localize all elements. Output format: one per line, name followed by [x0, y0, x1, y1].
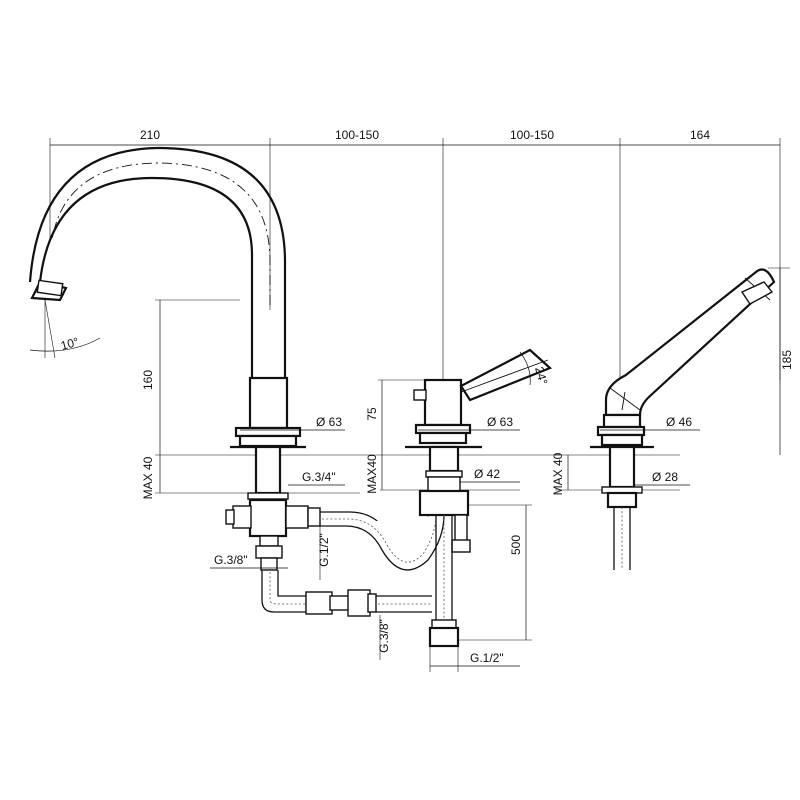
mixer-lever-angle-label: 24° [532, 365, 550, 386]
spout-diameter-label: Ø 63 [316, 415, 342, 429]
flex-hoses: G.3/8" [261, 511, 445, 660]
handshower-shank-diameter-label: Ø 28 [652, 470, 678, 484]
diverter-outlet-thread-label: G.1/2" [317, 533, 331, 567]
dim-top-shower-reach: 164 [690, 128, 710, 142]
diverter-inlet-thread-label: G.3/8" [214, 553, 248, 567]
mixer-inlet-thread-label: G.1/2" [470, 651, 504, 665]
mixer-diameter-label: Ø 63 [487, 415, 513, 429]
dim-top-spout-reach: 210 [140, 128, 160, 142]
spout-angle-indicator: 10° [29, 299, 101, 359]
handshower-height-label: 185 [780, 350, 794, 370]
spout-thread-label: G.3/4" [302, 470, 336, 484]
handshower-deck-max-label: MAX 40 [551, 452, 565, 495]
mixer: 24° 75 MAX40 Ø 63 Ø 42 [365, 348, 553, 672]
diverter-valve: G.1/2" G.3/8" [210, 498, 331, 580]
dim-top-mixer-shower: 100-150 [510, 128, 554, 142]
spout-deck-max-label: MAX 40 [141, 456, 155, 499]
mixer-shank-diameter-label: Ø 42 [474, 467, 500, 481]
spout-angle-label: 10° [59, 335, 80, 353]
hose-length-label: 500 [509, 535, 523, 555]
hose-connector-thread-label: G.3/8" [377, 619, 391, 653]
hand-shower: 185 MAX 40 Ø 46 Ø 28 [551, 267, 794, 570]
deck-lines [155, 454, 680, 494]
top-dimension-line: 210 100-150 100-150 164 [49, 128, 781, 430]
handshower-diameter-label: Ø 46 [666, 415, 692, 429]
spout: 10° 160 MAX 40 Ø 63 G.3/4" [28, 146, 345, 500]
spout-height-label: 160 [141, 370, 155, 390]
mixer-height-label: 75 [365, 407, 379, 421]
mixer-deck-max-label: MAX40 [365, 454, 379, 494]
dim-top-spout-mixer: 100-150 [335, 128, 379, 142]
